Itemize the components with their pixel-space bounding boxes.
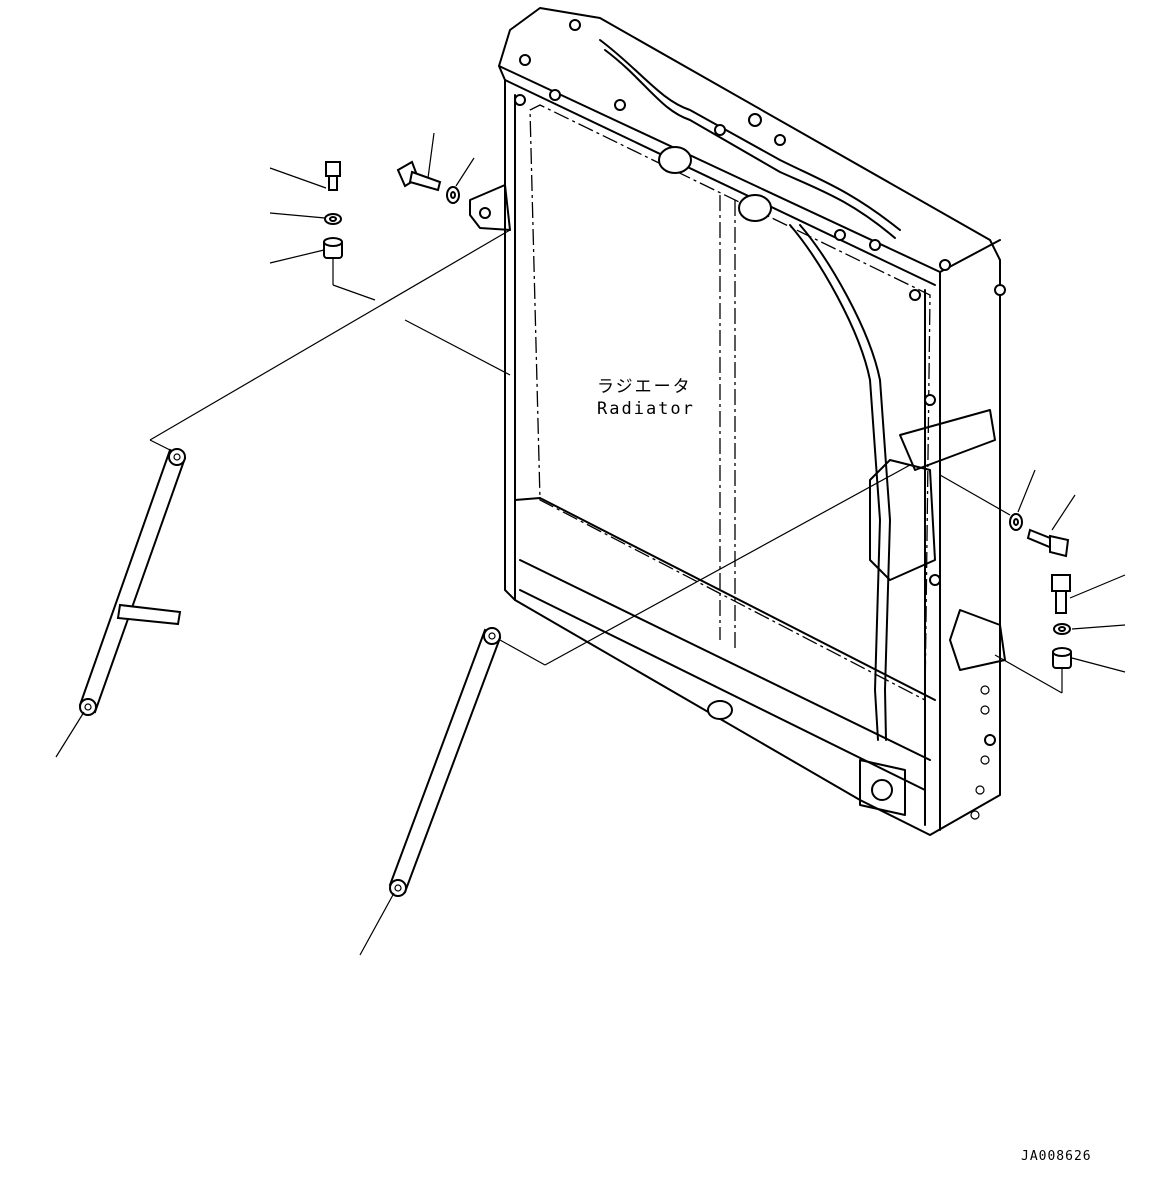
bolt-upper-center-icon	[396, 160, 442, 192]
washer-upper-left-icon	[324, 213, 342, 225]
washer-lower-right-icon	[1053, 623, 1071, 635]
bolt-right-icon	[1026, 528, 1070, 558]
drawing-code: JA008626	[1021, 1149, 1092, 1164]
spacer-lower-right-icon	[1052, 647, 1072, 669]
bolt-lower-right-icon	[1051, 574, 1071, 614]
bracket-upper-icon	[469, 184, 511, 231]
radiator-label-ja: ラジエータ	[597, 377, 692, 397]
washer-upper-center-icon	[446, 186, 460, 204]
radiator-frame	[498, 7, 1006, 836]
spacer-upper-left-icon	[323, 237, 343, 259]
stay-rod-right-icon	[388, 627, 502, 897]
bolt-upper-left-icon	[325, 161, 341, 191]
leader-lines	[55, 132, 1126, 956]
stay-rod-left-icon	[78, 448, 187, 716]
radiator-label-en: Radiator	[597, 399, 695, 419]
washer-right-icon	[1009, 513, 1023, 531]
